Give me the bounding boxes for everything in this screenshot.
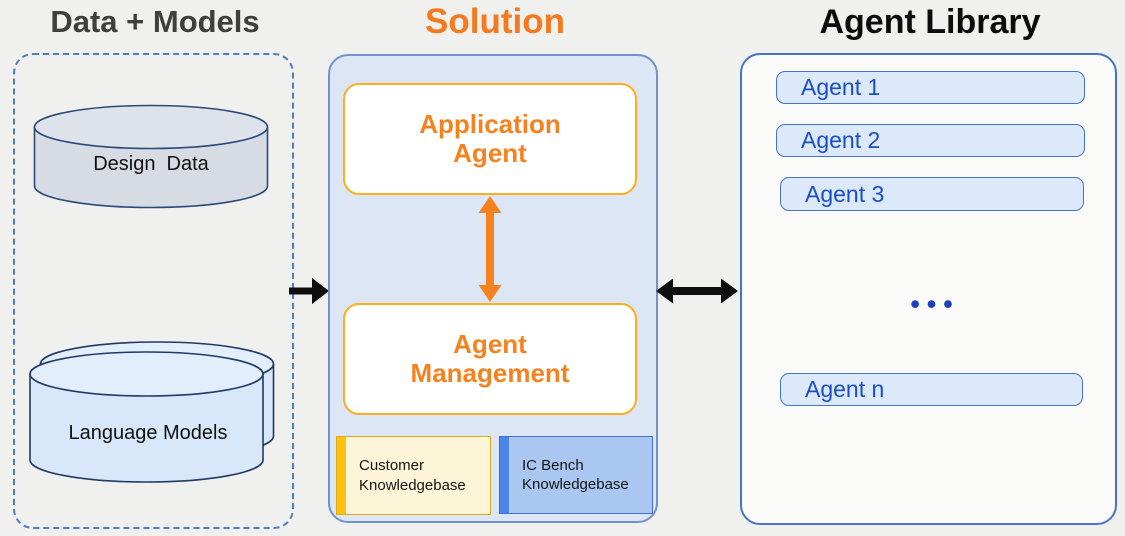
agent-library-title: Agent Library — [819, 3, 1041, 41]
double-arrow-icon — [656, 278, 738, 304]
agent-2-label: Agent 2 — [801, 127, 881, 153]
application-agent-box: Application Agent — [343, 83, 637, 195]
solution-title: Solution — [425, 2, 565, 41]
ic-bench-knowledgebase-label: IC Bench Knowledgebase — [522, 456, 629, 494]
agent-management-box: Agent Management — [343, 303, 637, 415]
right-arrow-icon — [289, 278, 329, 304]
ic-bench-knowledgebase-box: IC Bench Knowledgebase — [499, 436, 653, 514]
customer-knowledgebase-label: Customer Knowledgebase — [359, 457, 466, 494]
agent-1-item: Agent 1 — [776, 71, 1085, 104]
agent-3-label: Agent 3 — [805, 180, 885, 207]
ic-bench-knowledgebase-accent-bar — [500, 437, 509, 513]
language-models-cylinders-icon — [29, 341, 275, 483]
data-models-title: Data + Models — [50, 4, 260, 39]
ellipsis-dots: ••• — [910, 289, 960, 319]
application-agent-label: Application Agent — [419, 108, 561, 168]
agent-management-label: Agent Management — [410, 328, 570, 388]
customer-knowledgebase-box: Customer Knowledgebase — [336, 436, 491, 515]
agent-n-item: Agent n — [780, 373, 1083, 406]
vertical-double-arrow-icon — [478, 196, 502, 302]
design-data-cylinder-icon — [33, 104, 269, 209]
design-data-label: Design Data — [93, 153, 209, 175]
customer-knowledgebase-accent-bar — [337, 437, 346, 514]
agent-3-item: Agent 3 — [780, 177, 1084, 211]
agent-n-label: Agent n — [805, 376, 885, 402]
agent-1-label: Agent 1 — [801, 74, 881, 100]
agent-2-item: Agent 2 — [776, 124, 1085, 157]
language-models-label: Language Models — [68, 422, 228, 444]
